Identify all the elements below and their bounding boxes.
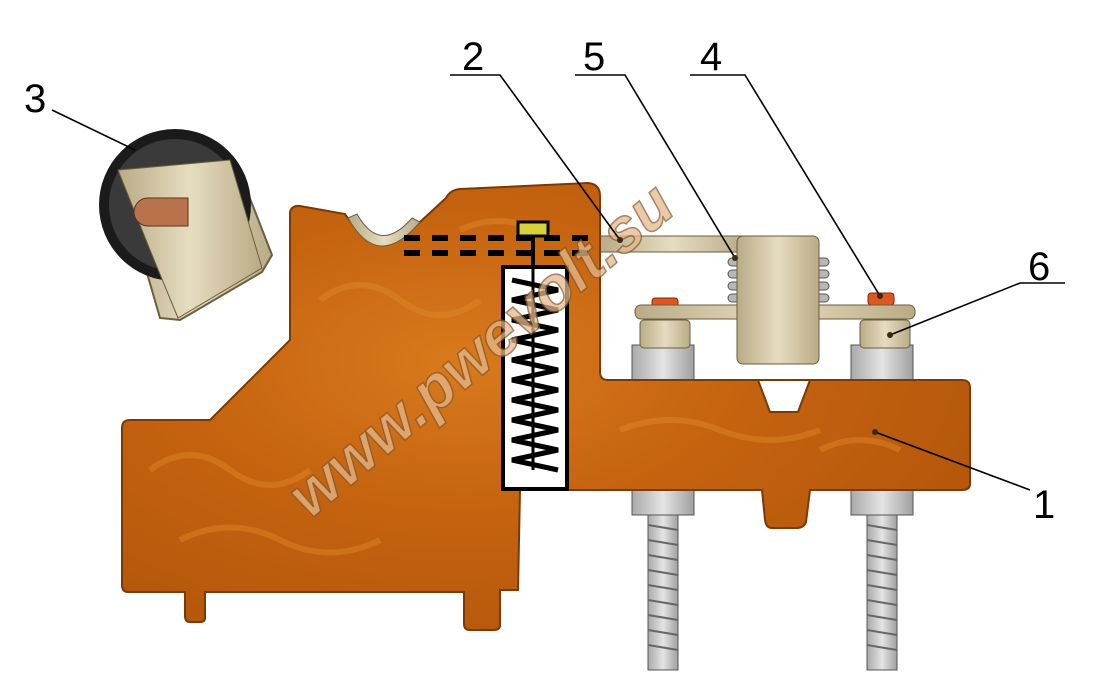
hidden-rod-outline <box>404 235 598 256</box>
main-spring <box>501 220 569 491</box>
plunger-cylinder <box>736 235 820 365</box>
label-4: 4 <box>700 35 722 79</box>
label-1: 1 <box>1033 483 1055 527</box>
label-6: 6 <box>1028 245 1050 289</box>
mounting-bolt-left <box>631 344 695 671</box>
label-2: 2 <box>462 35 484 79</box>
label-5: 5 <box>583 35 605 79</box>
label-3: 3 <box>24 77 46 121</box>
contact-right <box>859 292 911 349</box>
leader-dots <box>617 237 893 435</box>
cam-cup <box>347 213 421 247</box>
leader-lines <box>51 74 1065 491</box>
roller <box>99 129 263 319</box>
mounting-bolt-right <box>850 344 914 671</box>
